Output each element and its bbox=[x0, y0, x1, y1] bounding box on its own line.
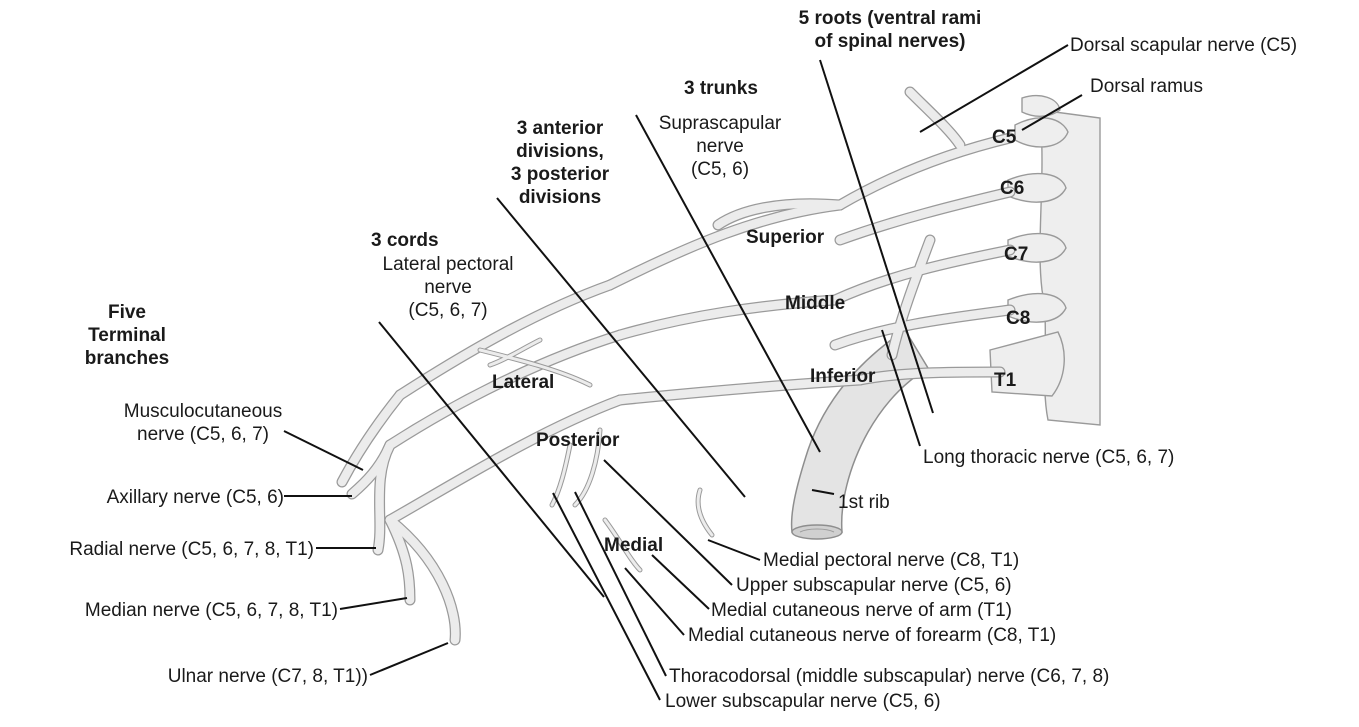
label-upper-subscapular-nerve: Upper subscapular nerve (C5, 6) bbox=[736, 574, 1012, 597]
root-label-c8: C8 bbox=[1006, 307, 1030, 330]
label-musculocutaneous-nerve: Musculocutaneous nerve (C5, 6, 7) bbox=[108, 400, 298, 446]
lateral-pectoral-line-2: nerve bbox=[358, 276, 538, 299]
label-suprascapular-nerve: Suprascapular nerve (C5, 6) bbox=[650, 112, 790, 181]
label-ulnar-nerve: Ulnar nerve (C7, 8, T1)) bbox=[60, 665, 368, 688]
roots-heading-line-2: of spinal nerves) bbox=[790, 30, 990, 53]
label-medial-cutaneous-arm: Medial cutaneous nerve of arm (T1) bbox=[711, 599, 1012, 622]
label-axillary-nerve: Axillary nerve (C5, 6) bbox=[20, 486, 284, 509]
label-dorsal-ramus: Dorsal ramus bbox=[1090, 75, 1203, 98]
musculocutaneous-line-1: Musculocutaneous bbox=[108, 400, 298, 423]
suprascapular-line-2: nerve bbox=[650, 135, 790, 158]
lateral-pectoral-line-1: Lateral pectoral bbox=[358, 253, 538, 276]
label-first-rib: 1st rib bbox=[838, 491, 890, 514]
terminal-heading-line-2: Terminal bbox=[72, 324, 182, 347]
divisions-heading-line-1: 3 anterior bbox=[480, 117, 640, 140]
cord-label-lateral: Lateral bbox=[492, 371, 554, 394]
label-radial-nerve: Radial nerve (C5, 6, 7, 8, T1) bbox=[0, 538, 314, 561]
divisions-heading-line-2: divisions, bbox=[480, 140, 640, 163]
cord-label-posterior: Posterior bbox=[536, 429, 619, 452]
trunk-label-inferior: Inferior bbox=[810, 365, 875, 388]
divisions-heading: 3 anterior divisions, 3 posterior divisi… bbox=[480, 117, 640, 209]
roots-heading: 5 roots (ventral rami of spinal nerves) bbox=[790, 7, 990, 53]
label-medial-cutaneous-forearm: Medial cutaneous nerve of forearm (C8, T… bbox=[688, 624, 1056, 647]
trunks-heading: 3 trunks bbox=[684, 77, 758, 100]
label-medial-pectoral-nerve: Medial pectoral nerve (C8, T1) bbox=[763, 549, 1019, 572]
roots-heading-line-1: 5 roots (ventral rami bbox=[790, 7, 990, 30]
label-dorsal-scapular-nerve: Dorsal scapular nerve (C5) bbox=[1070, 34, 1297, 57]
label-long-thoracic-nerve: Long thoracic nerve (C5, 6, 7) bbox=[923, 446, 1174, 469]
label-lower-subscapular-nerve: Lower subscapular nerve (C5, 6) bbox=[665, 690, 941, 713]
cords-heading: 3 cords bbox=[371, 229, 439, 252]
root-label-c5: C5 bbox=[992, 126, 1016, 149]
divisions-heading-line-4: divisions bbox=[480, 186, 640, 209]
terminal-branches-heading: Five Terminal branches bbox=[72, 301, 182, 370]
musculocutaneous-line-2: nerve (C5, 6, 7) bbox=[108, 423, 298, 446]
divisions-heading-line-3: 3 posterior bbox=[480, 163, 640, 186]
label-thoracodorsal-nerve: Thoracodorsal (middle subscapular) nerve… bbox=[669, 665, 1109, 688]
terminal-heading-line-3: branches bbox=[72, 347, 182, 370]
trunk-label-superior: Superior bbox=[746, 226, 824, 249]
trunk-label-middle: Middle bbox=[785, 292, 845, 315]
lateral-pectoral-line-3: (C5, 6, 7) bbox=[358, 299, 538, 322]
suprascapular-line-3: (C5, 6) bbox=[650, 158, 790, 181]
cord-label-medial: Medial bbox=[604, 534, 663, 557]
label-median-nerve: Median nerve (C5, 6, 7, 8, T1) bbox=[0, 599, 338, 622]
root-label-c7: C7 bbox=[1004, 243, 1028, 266]
suprascapular-line-1: Suprascapular bbox=[650, 112, 790, 135]
label-lateral-pectoral-nerve: Lateral pectoral nerve (C5, 6, 7) bbox=[358, 253, 538, 322]
root-label-t1: T1 bbox=[994, 369, 1016, 392]
terminal-heading-line-1: Five bbox=[72, 301, 182, 324]
root-label-c6: C6 bbox=[1000, 177, 1024, 200]
